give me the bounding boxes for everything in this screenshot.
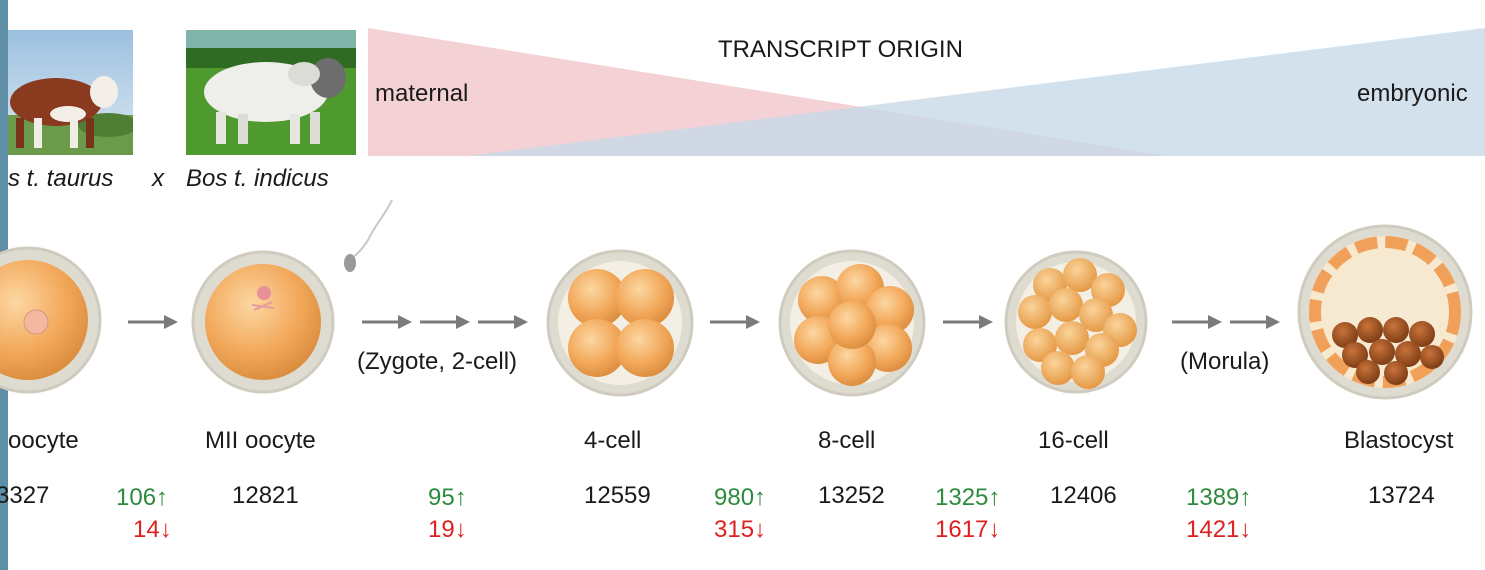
cross-symbol: x <box>152 165 164 192</box>
bos-taurus-photo <box>8 30 133 155</box>
blastocyst-embryo <box>1297 224 1473 400</box>
transition-2-up: 95↑ <box>428 484 467 511</box>
mii-oocyte-embryo <box>191 250 335 394</box>
stage-count-blastocyst: 13724 <box>1368 482 1435 509</box>
transcript-origin-title: TRANSCRIPT ORIGIN <box>718 36 963 63</box>
down-arrow-icon: ↓ <box>454 516 467 543</box>
down-arrow-icon: ↓ <box>754 516 767 543</box>
stage-count-mii-oocyte: 12821 <box>232 482 299 509</box>
zygote-2cell-label: (Zygote, 2-cell) <box>357 348 518 375</box>
stage-label-8cell: 8-cell <box>818 427 876 454</box>
transcript-origin-wedges <box>368 28 1485 156</box>
up-arrow-icon: ↑ <box>988 484 1001 511</box>
embryonic-label: embryonic <box>1357 80 1468 107</box>
stage-label-oocyte: oocyte <box>8 427 79 454</box>
stage-label-4cell: 4-cell <box>584 427 642 454</box>
transition-1-down: 14↓ <box>133 516 172 543</box>
stage-count-16cell: 12406 <box>1050 482 1117 509</box>
stage-count-4cell: 12559 <box>584 482 651 509</box>
morula-label: (Morula) <box>1180 348 1270 375</box>
maternal-label: maternal <box>375 80 469 107</box>
up-arrow-icon: ↑ <box>754 484 767 511</box>
up-arrow-icon: ↑ <box>454 484 467 511</box>
transition-5-down: 1421↓ <box>1186 516 1252 543</box>
stage-label-blastocyst: Blastocyst <box>1344 427 1454 454</box>
bos-indicus-photo <box>186 30 356 155</box>
four-cell-embryo <box>546 249 694 397</box>
down-arrow-icon: ↓ <box>988 516 1001 543</box>
stage-label-16cell: 16-cell <box>1038 427 1109 454</box>
transition-5-up: 1389↑ <box>1186 484 1252 511</box>
oocyte-embryo <box>0 246 102 394</box>
transition-4-up: 1325↑ <box>935 484 1001 511</box>
progression-arrows <box>128 315 1280 329</box>
transition-4-down: 1617↓ <box>935 516 1001 543</box>
eight-cell-embryo <box>778 249 926 397</box>
sixteen-cell-embryo <box>1004 250 1148 394</box>
transition-3-up: 980↑ <box>714 484 767 511</box>
embryo-illustrations <box>0 199 1473 400</box>
transition-2-down: 19↓ <box>428 516 467 543</box>
species-left-label: s t. taurus <box>8 165 114 192</box>
up-arrow-icon: ↑ <box>1239 484 1252 511</box>
stage-count-oocyte: 3327 <box>0 482 50 509</box>
sperm-illustration <box>344 199 393 272</box>
down-arrow-icon: ↓ <box>159 516 172 543</box>
transition-1-up: 106↑ <box>116 484 169 511</box>
stage-count-8cell: 13252 <box>818 482 885 509</box>
up-arrow-icon: ↑ <box>156 484 169 511</box>
down-arrow-icon: ↓ <box>1239 516 1252 543</box>
species-right-label: Bos t. indicus <box>186 165 329 192</box>
embryonic-wedge <box>468 28 1485 156</box>
transition-3-down: 315↓ <box>714 516 767 543</box>
stage-label-mii-oocyte: MII oocyte <box>205 427 316 454</box>
